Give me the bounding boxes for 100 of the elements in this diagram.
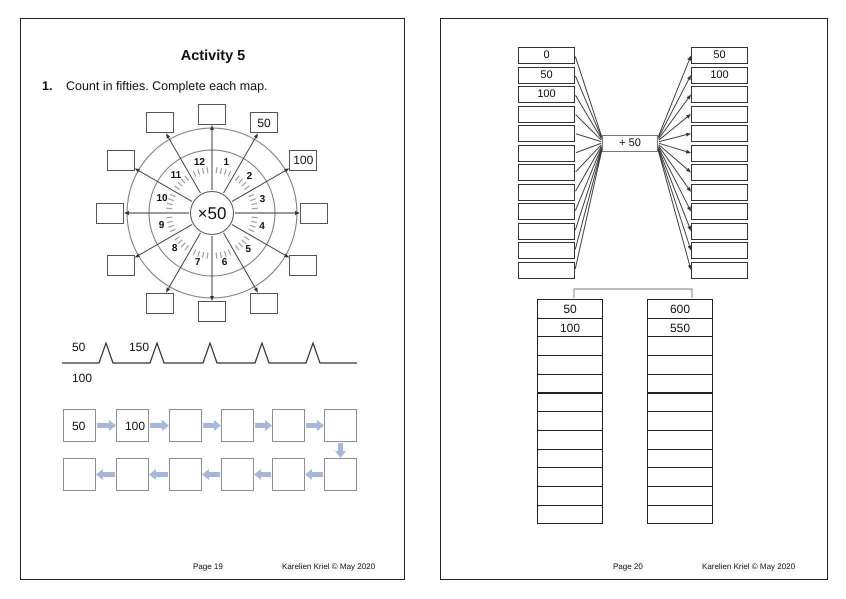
number-box xyxy=(537,299,603,319)
arrow xyxy=(166,232,201,293)
block-arrow xyxy=(254,469,271,480)
copyright-note: Karelien Kriel © May 2020 xyxy=(702,562,796,572)
number-text: 0 xyxy=(543,50,550,61)
clock-number: 10 xyxy=(156,192,168,205)
arrow xyxy=(210,125,214,190)
answer-box xyxy=(324,409,357,442)
answer-box xyxy=(518,242,575,259)
page-number: Page 19 xyxy=(193,562,223,572)
number-box xyxy=(691,66,748,84)
answer-box xyxy=(300,202,328,224)
answer-box xyxy=(647,374,713,394)
answer-box xyxy=(691,242,748,259)
answer-box xyxy=(169,458,202,491)
arrow xyxy=(166,133,201,194)
number-box xyxy=(647,318,713,338)
number-text: 600 xyxy=(670,302,690,315)
connector-line xyxy=(574,148,602,230)
connector-line xyxy=(574,75,602,138)
clock-number: 6 xyxy=(222,257,228,270)
answer-box xyxy=(198,301,226,322)
operator-text: + 50 xyxy=(619,138,641,149)
arrow xyxy=(658,148,692,231)
answer-box xyxy=(518,222,575,240)
arrow xyxy=(658,114,691,141)
number-text: 550 xyxy=(670,322,690,334)
number-text: 50 xyxy=(72,420,86,432)
number-text: 50 xyxy=(563,302,577,315)
number-box xyxy=(647,299,713,319)
arrow xyxy=(658,132,691,142)
number-text: 50 xyxy=(257,116,271,129)
clock-number: 7 xyxy=(194,256,200,270)
number-box xyxy=(116,409,149,442)
answer-box xyxy=(691,164,748,181)
answer-box xyxy=(63,458,96,491)
answer-box xyxy=(647,336,713,356)
connector-line xyxy=(575,94,602,140)
answer-box xyxy=(537,448,603,468)
answer-box xyxy=(647,411,713,431)
connector-line xyxy=(575,114,602,141)
answer-box xyxy=(272,458,305,491)
number-box xyxy=(537,318,603,338)
answer-box xyxy=(289,255,318,276)
activity-title: Activity 5 xyxy=(180,47,246,66)
arrow xyxy=(658,144,691,172)
copyright-note: Karelien Kriel © May 2020 xyxy=(282,562,376,572)
answer-box xyxy=(146,112,174,134)
answer-box xyxy=(647,448,713,468)
answer-box xyxy=(518,203,575,220)
block-arrow xyxy=(255,420,272,431)
number-box xyxy=(289,150,318,171)
connector-line xyxy=(574,56,602,138)
instruction-text: Count in fifties. Complete each map. xyxy=(66,79,268,95)
answer-box xyxy=(518,125,575,142)
page-number: Page 20 xyxy=(613,562,643,572)
answer-box xyxy=(537,430,603,450)
answer-box xyxy=(537,504,603,524)
arrow xyxy=(658,142,691,154)
block-arrow xyxy=(335,443,346,458)
answer-box xyxy=(691,222,748,240)
number-text: 50 xyxy=(540,70,553,80)
connector-line xyxy=(576,133,602,142)
answer-box xyxy=(691,125,748,142)
clock-number: 9 xyxy=(158,219,164,232)
answer-box xyxy=(518,106,575,122)
number-text: 100 xyxy=(710,70,729,80)
number-label: 100 xyxy=(72,371,92,386)
number-text: 100 xyxy=(125,420,146,432)
arrow xyxy=(658,148,692,250)
arrow xyxy=(658,150,692,270)
arrow xyxy=(231,168,290,202)
clock-number: 4 xyxy=(259,221,265,234)
arrow xyxy=(658,146,691,192)
clock-number: 5 xyxy=(245,244,251,257)
clock-number: 8 xyxy=(172,242,178,256)
number-box xyxy=(63,409,96,442)
number-box xyxy=(691,47,748,64)
connector-line xyxy=(574,146,602,212)
connector-line xyxy=(574,148,602,250)
answer-box xyxy=(518,144,575,162)
clock-number: 1 xyxy=(224,156,230,170)
answer-box xyxy=(691,203,748,220)
arrow xyxy=(223,133,258,194)
block-arrow xyxy=(149,469,168,480)
connector-line xyxy=(576,142,602,154)
answer-box xyxy=(537,486,603,506)
number-box xyxy=(250,112,278,134)
arrow xyxy=(658,94,691,140)
arrow xyxy=(658,146,691,212)
arrow xyxy=(231,224,290,258)
number-box xyxy=(518,47,575,64)
clock-number: 12 xyxy=(194,156,205,169)
answer-box xyxy=(221,409,254,442)
arrow xyxy=(234,211,300,215)
answer-box xyxy=(691,262,748,278)
answer-box xyxy=(647,486,713,506)
clock-number: 2 xyxy=(246,170,252,184)
answer-box xyxy=(691,106,748,122)
connector-line xyxy=(575,146,602,192)
